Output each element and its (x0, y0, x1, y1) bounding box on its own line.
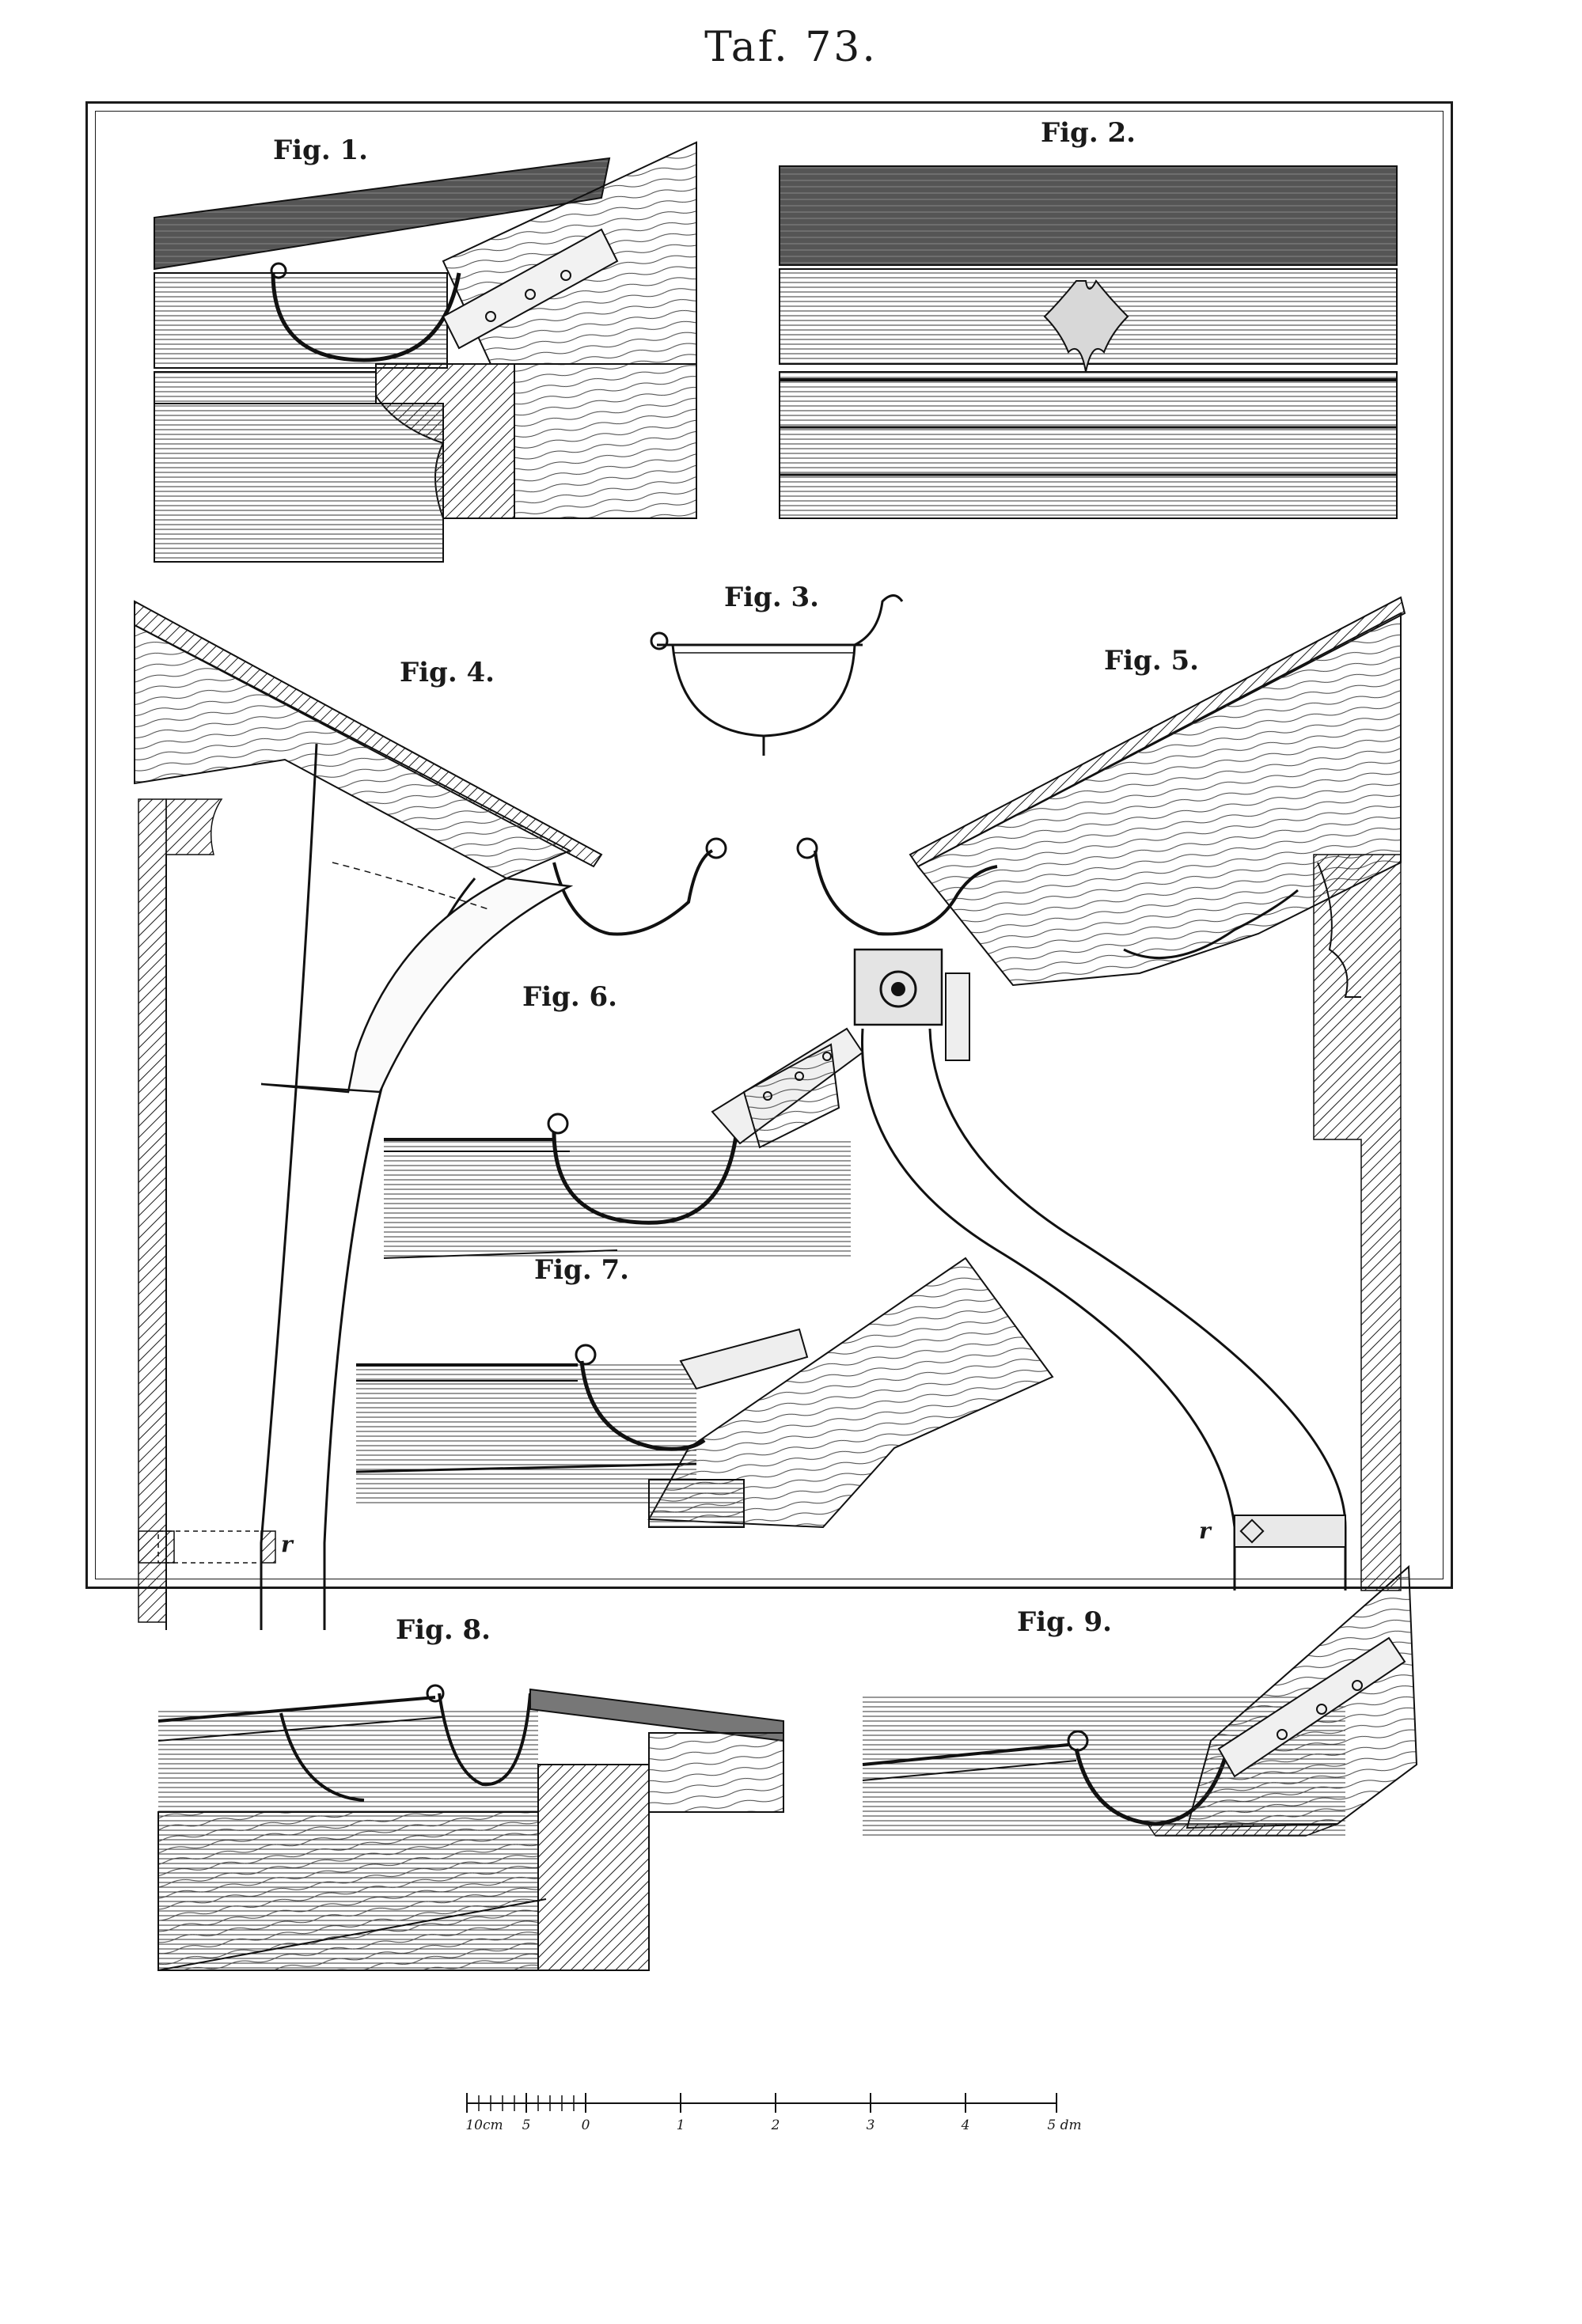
figure-2-label: Fig. 2. (1041, 117, 1136, 149)
figure-5-label: Fig. 5. (1104, 645, 1199, 677)
scale-tick-label: 4 (961, 2117, 970, 2133)
scale-tick-label: 1 (676, 2117, 685, 2133)
figure-3-drawing (650, 594, 904, 756)
scale-tick-label: 5 dm (1047, 2117, 1082, 2133)
figure-6-label: Fig. 6. (522, 981, 617, 1013)
plate-frame-outer (85, 101, 1453, 1589)
scale-tick-label: 3 (866, 2117, 875, 2133)
figure-1-label: Fig. 1. (273, 135, 368, 166)
figure-7-label: Fig. 7. (534, 1254, 629, 1286)
scale-tick-label: 2 (771, 2117, 780, 2133)
plate-frame-inner (95, 111, 1444, 1579)
figure-1-drawing (154, 141, 697, 563)
figure-2-drawing (779, 165, 1398, 519)
figure-8-label: Fig. 8. (396, 1614, 491, 1646)
figure-5-drawing (796, 596, 1406, 1591)
scale-tick-label: 5 (522, 2117, 531, 2133)
figure-4-drawing (134, 600, 727, 1630)
scale-tick-label: 0 (581, 2117, 590, 2133)
figure-4-mark-r: r (281, 1531, 293, 1557)
figure-9-drawing (862, 1564, 1418, 1837)
figure-5-mark-r: r (1199, 1518, 1211, 1544)
figure-6-drawing (383, 1027, 864, 1259)
figure-3-label: Fig. 3. (724, 582, 819, 613)
figure-4-label: Fig. 4. (400, 657, 495, 688)
figure-8-drawing (157, 1684, 784, 1971)
plate-title: Taf. 73. (704, 24, 878, 71)
figure-9-label: Fig. 9. (1017, 1606, 1112, 1638)
scale-tick-label: 10cm (465, 2117, 503, 2133)
figure-7-drawing (355, 1257, 1054, 1529)
scale-bar (466, 2093, 1057, 2113)
